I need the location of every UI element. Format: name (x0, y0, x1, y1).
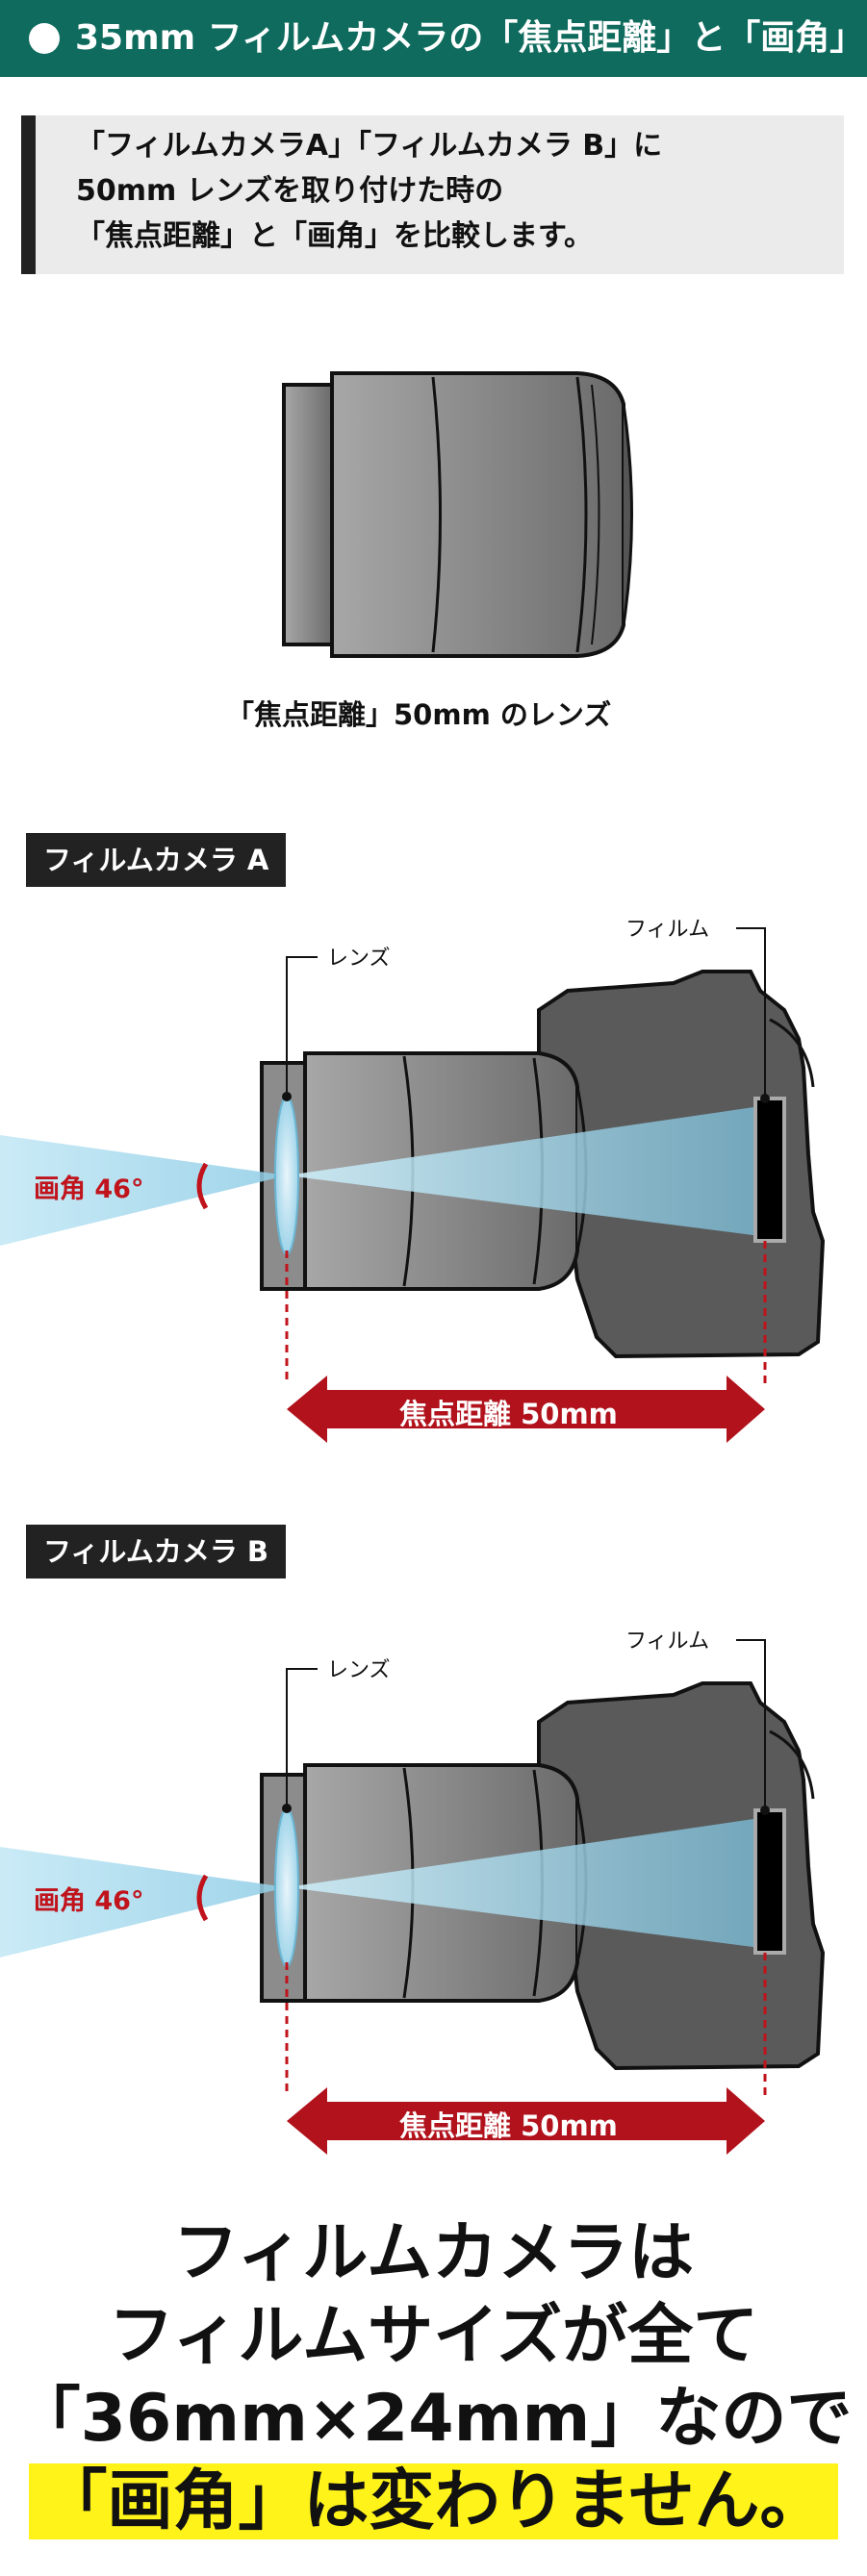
camera-a-lens-label: レンズ (327, 947, 391, 971)
camera-a-focal-label: 焦点距離 50mm (399, 1398, 618, 1430)
bullet-icon (29, 23, 60, 54)
camera-b-film-label: フィルム (625, 1629, 710, 1654)
angle-arc-icon (196, 1162, 209, 1210)
page-title: 35mm フィルムカメラの「焦点距離」と「画角」 (75, 18, 865, 58)
intro-line-3: 「焦点距離」と「画角」を比較します。 (76, 219, 593, 253)
camera-a-film-label: フィルム (625, 918, 710, 942)
angle-arc-icon (196, 1874, 209, 1922)
conclusion-line-3: 「36mm×24mm」なので (14, 2381, 853, 2457)
camera-b-badge: フィルムカメラ B (26, 1525, 287, 1578)
conclusion-line-2: フィルムサイズが全て (108, 2298, 759, 2374)
intro-box: 「フィルムカメラA」「フィルムカメラ B」に 50mm レンズを取り付けた時の … (21, 115, 844, 274)
header-bar: 35mm フィルムカメラの「焦点距離」と「画角」 (0, 0, 867, 77)
intro-line-2: 50mm レンズを取り付けた時の (76, 174, 504, 208)
conclusion-line-4: 「画角」は変わりません。 (28, 2463, 839, 2539)
camera-a-badge: フィルムカメラ A (26, 833, 287, 887)
conclusion-line-4-wrapper: 「画角」は変わりません。 (0, 2461, 867, 2543)
intro-line-1: 「フィルムカメラA」「フィルムカメラ B」に (76, 129, 663, 163)
camera-b-lens-label: レンズ (327, 1658, 391, 1682)
camera-b-angle-label: 画角 46° (34, 1886, 144, 1916)
lens-caption: 「焦点距離」50mm のレンズ (226, 698, 612, 731)
camera-b-focal-label: 焦点距離 50mm (399, 2109, 618, 2142)
conclusion-line-1: フィルムカメラは (172, 2215, 695, 2291)
lens-body (282, 371, 633, 658)
camera-a-angle-label: 画角 46° (34, 1174, 144, 1204)
